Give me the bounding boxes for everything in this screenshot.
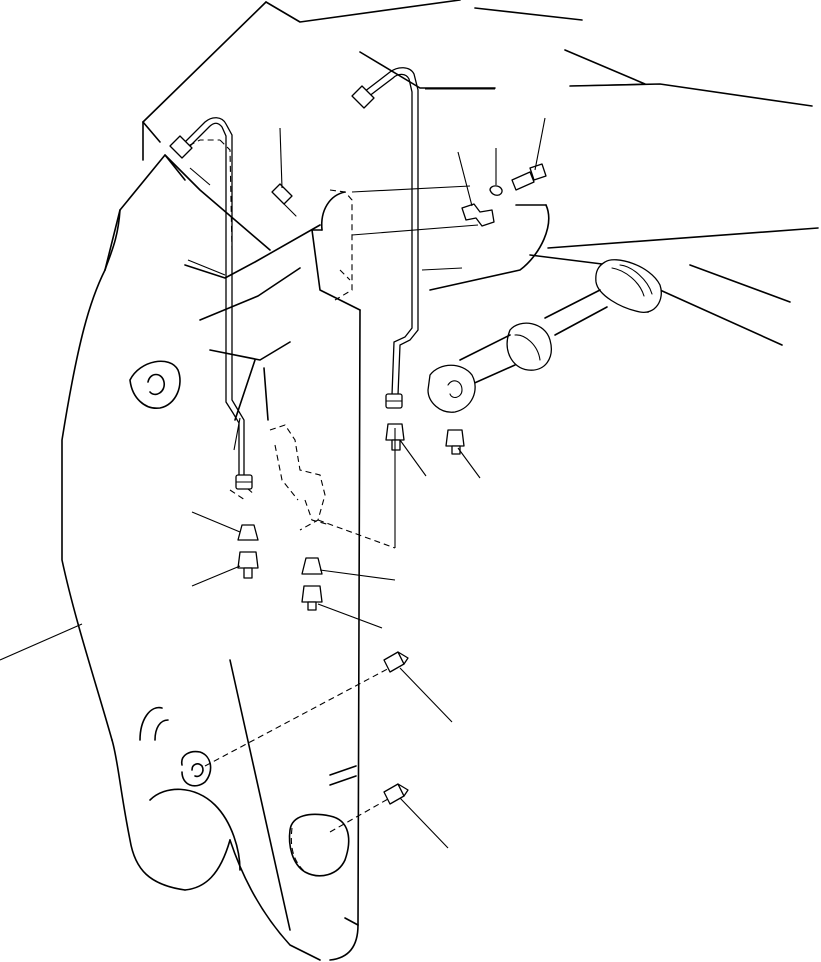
tube-fittings	[169, 85, 403, 490]
washer-icon	[489, 185, 503, 196]
grease-line-right	[359, 67, 419, 396]
grease-nipple-icon	[383, 651, 409, 673]
elbow-fitting-left-icon	[169, 135, 193, 159]
leader-lines	[0, 83, 646, 849]
grease-nipple-icon	[445, 429, 465, 455]
upper-frame	[142, 0, 819, 291]
grease-nipple-icon	[301, 557, 323, 575]
grease-nipple-icon	[237, 524, 259, 541]
grease-nipple-icon	[237, 551, 259, 579]
boom-cylinder	[427, 254, 791, 413]
grease-fittings	[237, 423, 465, 805]
pipe-clamp-icon	[461, 203, 495, 227]
boom-arm	[61, 154, 361, 961]
grease-nipple-icon	[383, 783, 409, 805]
clamp-assembly	[461, 163, 547, 227]
hex-bolt-icon	[511, 171, 535, 191]
hidden-lines	[179, 139, 396, 873]
grease-line-left	[181, 117, 245, 475]
grease-nipple-icon	[301, 585, 323, 611]
